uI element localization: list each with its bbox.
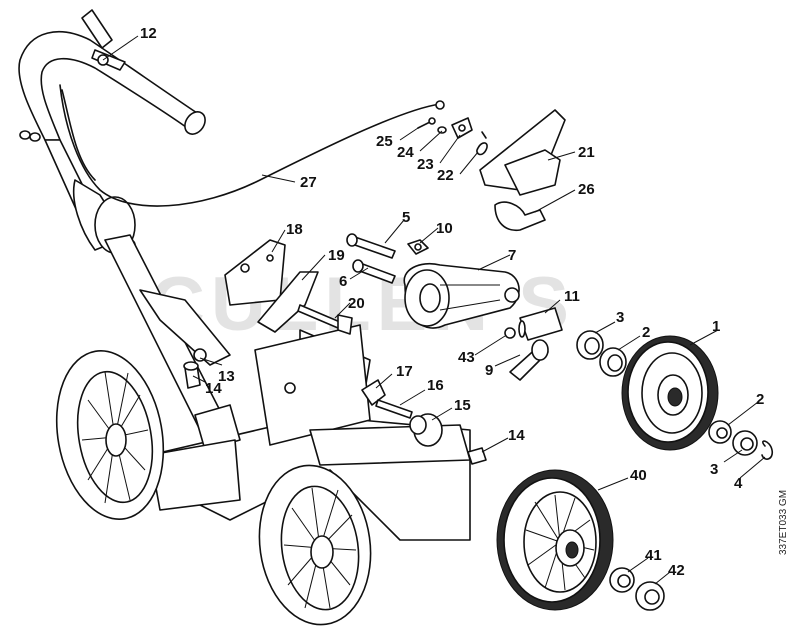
part-label-23: 23 [417, 156, 434, 173]
part-label-40: 40 [630, 467, 647, 484]
part-label-41: 41 [645, 547, 662, 564]
part-label-1: 1 [712, 318, 720, 335]
wheel-rear-right [258, 464, 372, 626]
part-label-27: 27 [300, 174, 317, 191]
part-label-7: 7 [508, 247, 516, 264]
part-label-13: 13 [218, 368, 235, 385]
part-label-18: 18 [286, 221, 303, 238]
wheel-rear-left [55, 350, 165, 520]
part-label-14-left: 14 [205, 380, 222, 397]
part-label-12: 12 [140, 25, 157, 42]
part-label-43: 43 [458, 349, 475, 366]
part-label-16: 16 [427, 377, 444, 394]
part-label-2: 2 [642, 324, 650, 341]
part-label-6: 6 [339, 273, 347, 290]
part-label-3: 3 [616, 309, 624, 326]
part-label-42: 42 [668, 562, 685, 579]
part-label-3-right: 3 [710, 461, 718, 478]
part-label-20: 20 [348, 295, 365, 312]
part-label-2-right: 2 [756, 391, 764, 408]
part-labels: 12 27 25 24 23 22 21 26 18 19 5 10 6 7 2… [140, 25, 764, 579]
leader-lines [102, 35, 766, 585]
part-label-19: 19 [328, 247, 345, 264]
wheel-part-1 [621, 335, 719, 451]
handle-frame-drawing [18, 9, 471, 541]
part-label-5: 5 [402, 209, 410, 226]
part-label-14-right: 14 [508, 427, 525, 444]
part-label-26: 26 [578, 181, 595, 198]
part-label-4: 4 [734, 475, 743, 492]
part-label-22: 22 [437, 167, 454, 184]
small-parts [224, 109, 774, 611]
part-label-11: 11 [564, 288, 580, 305]
part-label-25: 25 [376, 133, 393, 150]
drawing-code: 337ET033 GM [778, 489, 789, 555]
part-label-9: 9 [485, 362, 493, 379]
part-label-24: 24 [397, 144, 414, 161]
part-label-15: 15 [454, 397, 471, 414]
wheel-part-40 [496, 469, 614, 611]
part-label-10: 10 [436, 220, 453, 237]
part-label-17: 17 [396, 363, 413, 380]
part-label-21: 21 [578, 144, 595, 161]
